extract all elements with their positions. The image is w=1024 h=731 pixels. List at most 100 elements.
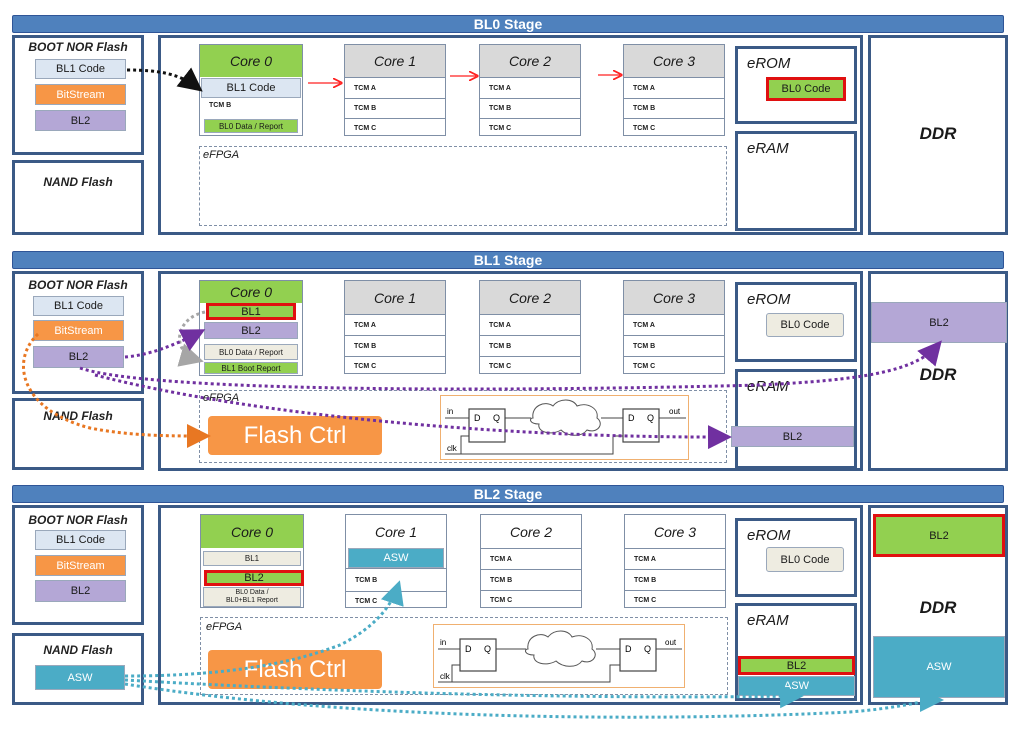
core2-tcm-c: TCM C — [480, 356, 580, 376]
core2-tcm-a: TCM A — [480, 314, 580, 335]
core2-tcm-c: TCM C — [480, 118, 580, 138]
nor-bl1-code: BL1 Code — [35, 530, 126, 550]
efpga-region-bl0: eFPGA — [199, 146, 727, 226]
core2-tcm-b: TCM B — [480, 98, 580, 118]
ddr-bl2: BL2 — [873, 514, 1005, 557]
core0-bl0-data-report: BL0 Data / Report — [204, 344, 298, 360]
erom-title: eROM — [747, 55, 791, 72]
circuit-in-label: in — [440, 638, 446, 647]
boot-nor-flash-title: BOOT NOR Flash — [28, 513, 128, 527]
flipflop-circuit: in out clk D Q D Q — [440, 395, 689, 460]
ddr-title: DDR — [919, 124, 957, 143]
flash-ctrl-block: Flash Ctrl — [208, 650, 382, 689]
nand-asw: ASW — [35, 665, 125, 690]
core1-bl1: Core 1 TCM A TCM B TCM C — [344, 280, 446, 374]
nand-flash-title: NAND Flash — [43, 175, 113, 189]
ddr-panel-bl1: DDR — [868, 271, 1008, 471]
core0-bl1-code: BL1 Code — [201, 78, 301, 98]
core1-bl0: Core 1 TCM A TCM B TCM C — [344, 44, 446, 136]
core3-tcm-a: TCM A — [624, 77, 724, 98]
erom-bl0-code: BL0 Code — [766, 77, 846, 101]
stage-title-bl2: BL2 Stage — [12, 485, 1004, 503]
core2-tcm-b: TCM B — [480, 335, 580, 356]
core3-bl1: Core 3 TCM A TCM B TCM C — [623, 280, 725, 374]
core2-tcm-c: TCM C — [481, 590, 581, 610]
circuit-out-label: out — [669, 407, 681, 416]
nand-flash-title: NAND Flash — [43, 409, 113, 423]
core0-title: Core 0 — [200, 281, 302, 303]
core3-title: Core 3 — [624, 281, 724, 314]
circuit-out-label: out — [665, 638, 677, 647]
ddr-panel-bl0: DDR — [868, 35, 1008, 235]
ff1-d-label: D — [465, 644, 472, 654]
nor-bl1-code: BL1 Code — [33, 296, 124, 316]
ff2-d-label: D — [625, 644, 632, 654]
flipflop-diagram: in out clk D Q D Q — [445, 399, 686, 455]
core1-title: Core 1 — [345, 45, 445, 77]
core3-bl2: Core 3 TCM A TCM B TCM C — [624, 514, 726, 608]
eram-panel-bl1: eRAM — [735, 369, 857, 469]
core3-tcm-b: TCM B — [624, 98, 724, 118]
core3-tcm-a: TCM A — [624, 314, 724, 335]
ddr-bl2: BL2 — [871, 302, 1007, 343]
core0-bl0-bl1-report: BL0 Data / BL0+BL1 Report — [203, 587, 301, 607]
nor-bl2: BL2 — [35, 580, 126, 602]
eram-bl2: BL2 — [731, 426, 854, 447]
ff1-q-label: Q — [484, 644, 491, 654]
flipflop-circuit: in out clk D Q D Q — [433, 624, 685, 688]
circuit-clk-label: clk — [440, 672, 451, 681]
erom-bl0-code: BL0 Code — [766, 547, 844, 572]
core1-tcm-a: TCM A — [345, 77, 445, 98]
core3-tcm-c: TCM C — [625, 590, 725, 610]
core0-bl2: BL2 — [204, 322, 298, 339]
core0-bl2: BL2 — [204, 570, 304, 586]
core3-tcm-c: TCM C — [624, 356, 724, 376]
core1-tcm-b: TCM B — [346, 568, 446, 591]
eram-title: eRAM — [747, 612, 789, 629]
core1-asw: ASW — [348, 548, 444, 568]
core1-tcm-b: TCM B — [345, 98, 445, 118]
nor-bitstream: BitStream — [33, 320, 124, 341]
ddr-title: DDR — [919, 598, 957, 617]
erom-title: eROM — [747, 527, 791, 544]
ddr-asw: ASW — [873, 636, 1005, 698]
core0-title: Core 0 — [201, 515, 303, 548]
ff1-q-label: Q — [493, 413, 500, 423]
core2-tcm-a: TCM A — [481, 548, 581, 569]
core3-tcm-b: TCM B — [624, 335, 724, 356]
ff2-q-label: Q — [647, 413, 654, 423]
efpga-label: eFPGA — [203, 149, 240, 161]
core3-tcm-c: TCM C — [624, 118, 724, 138]
stage-title-bl0: BL0 Stage — [12, 15, 1004, 33]
ddr-title: DDR — [919, 365, 957, 384]
core2-bl0: Core 2 TCM A TCM B TCM C — [479, 44, 581, 136]
core0-bl0-data-report: BL0 Data / Report — [204, 119, 298, 133]
ff2-d-label: D — [628, 413, 635, 423]
eram-panel-bl0: eRAM — [735, 131, 857, 231]
core0-bl1: BL1 — [203, 551, 301, 566]
core1-tcm-c: TCM C — [345, 118, 445, 138]
core3-bl0: Core 3 TCM A TCM B TCM C — [623, 44, 725, 136]
eram-bl2: BL2 — [738, 656, 855, 675]
core3-tcm-b: TCM B — [625, 569, 725, 590]
eram-title: eRAM — [747, 140, 789, 157]
nand-flash-panel: NAND Flash — [12, 398, 144, 470]
core2-tcm-a: TCM A — [480, 77, 580, 98]
core1-tcm-a: TCM A — [345, 314, 445, 335]
core0-bl1-boot-report: BL1 Boot Report — [204, 362, 298, 374]
core1-title: Core 1 — [345, 281, 445, 314]
core2-bl2: Core 2 TCM A TCM B TCM C — [480, 514, 582, 608]
eram-asw: ASW — [738, 676, 855, 696]
circuit-in-label: in — [447, 407, 453, 416]
stage-title-bl1: BL1 Stage — [12, 251, 1004, 269]
flash-ctrl-block: Flash Ctrl — [208, 416, 382, 455]
core1-title: Core 1 — [374, 523, 418, 540]
boot-nor-flash-title: BOOT NOR Flash — [28, 40, 128, 54]
core3-title: Core 3 — [653, 523, 697, 540]
core1-tcm-b: TCM B — [345, 335, 445, 356]
core1-bl2: Core 1 ASW TCM B TCM C — [345, 514, 447, 608]
core3-tcm-a: TCM A — [625, 548, 725, 569]
boot-nor-flash-title: BOOT NOR Flash — [28, 278, 128, 292]
core2-title: Core 2 — [480, 281, 580, 314]
core2-title: Core 2 — [509, 523, 553, 540]
